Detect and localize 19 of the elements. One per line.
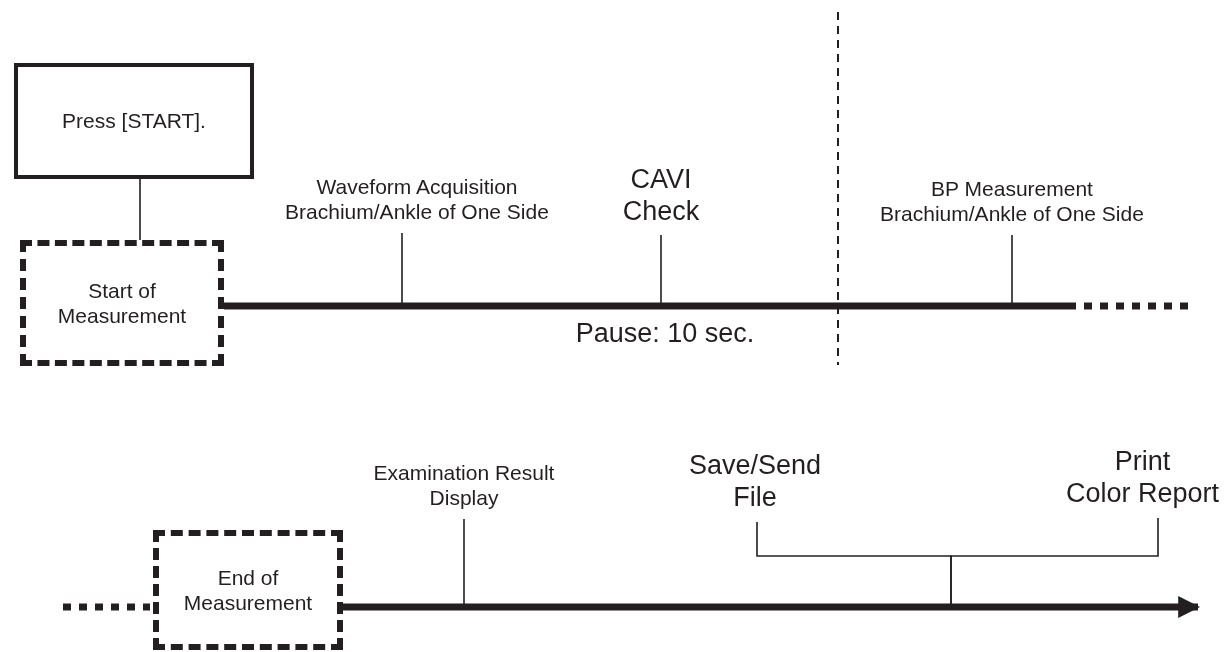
milestone-box	[20, 240, 224, 366]
leader-line	[463, 518, 465, 605]
milestone-box	[153, 530, 343, 650]
step-label: Waveform Acquisition Brachium/Ankle of One Side	[285, 173, 549, 225]
note-label: Pause: 10 sec.	[574, 318, 756, 349]
step-label: End of Measurement	[183, 564, 313, 616]
step-label: Press [START].	[62, 108, 206, 134]
step-box	[14, 63, 254, 179]
leader-line	[1011, 234, 1013, 304]
step-label: CAVI Check	[622, 162, 700, 228]
leader-line	[950, 517, 1159, 605]
leader-line	[139, 178, 141, 241]
step-label: Save/Send File	[688, 448, 822, 514]
leader-line	[401, 232, 403, 304]
step-label: BP Measurement Brachium/Ankle of One Side	[880, 175, 1144, 227]
leader-line	[660, 234, 662, 304]
step-label: Examination Result Display	[373, 459, 555, 511]
step-label: Start of Measurement	[57, 277, 187, 329]
step-label: Print Color Report	[1065, 444, 1220, 510]
